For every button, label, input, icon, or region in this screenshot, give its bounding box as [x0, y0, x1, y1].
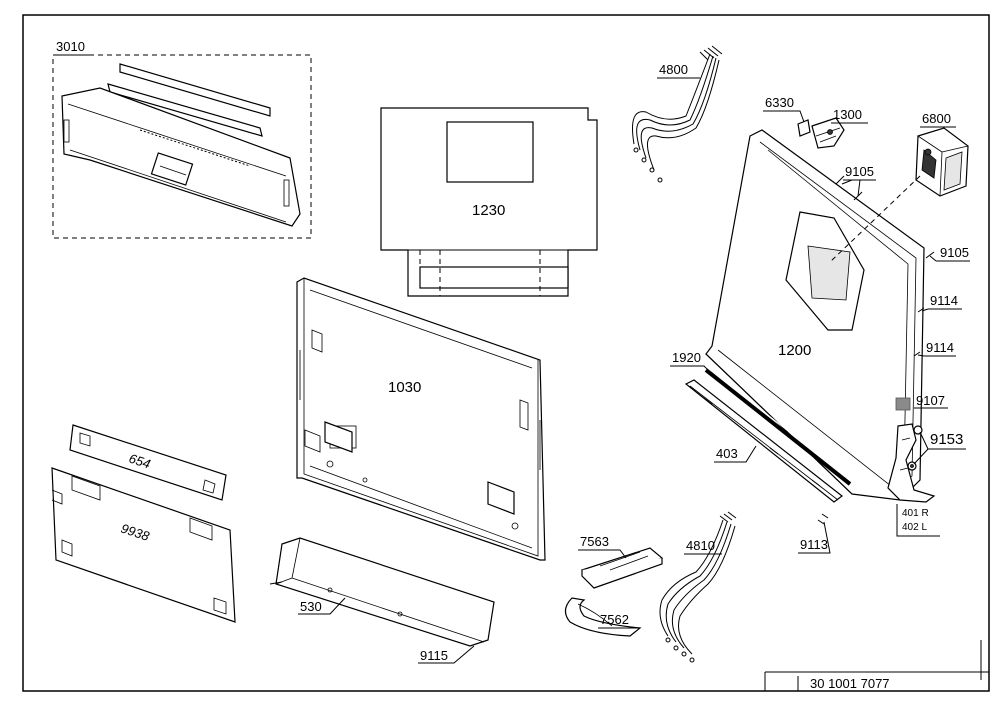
part-7563-module: [580, 547, 664, 589]
label-403: 403: [716, 446, 738, 461]
part-403-rail: [684, 379, 843, 503]
label-1230: 1230: [472, 202, 505, 219]
drawing-frame: [22, 14, 990, 692]
label-4800: 4800: [659, 62, 688, 77]
label-9114-b: 9114: [926, 340, 954, 355]
part-9938-panel: [51, 467, 236, 623]
label-6330: 6330: [765, 95, 794, 110]
part-4800-wiring: [632, 45, 723, 183]
label-9113: 9113: [800, 537, 828, 552]
part-6800-dispenser: [915, 127, 969, 197]
leader-530: [298, 597, 346, 615]
label-9115: 9115: [420, 648, 448, 663]
part-1200-inner-door: [705, 129, 925, 501]
screw-9113: [817, 513, 829, 525]
label-401: 401 R: [902, 508, 929, 519]
label-4810: 4810: [686, 538, 715, 553]
leader-9105-side: [929, 255, 970, 262]
label-9105-top: 9105: [845, 164, 874, 179]
label-9153: 9153: [930, 431, 963, 448]
part-1030-outer-door: [296, 277, 546, 561]
title-block-lines: [764, 671, 989, 691]
part-7562-cable: [564, 597, 642, 637]
label-7562: 7562: [600, 612, 629, 627]
label-1300: 1300: [833, 107, 862, 122]
label-402: 402 L: [902, 522, 927, 533]
leader-9115: [418, 645, 475, 664]
part-9107-pad: [895, 397, 911, 411]
screw-9114-b: [913, 351, 921, 357]
part-hinge-401-402: [887, 423, 936, 503]
leader-9105-top: [841, 179, 876, 197]
label-530: 530: [300, 599, 322, 614]
part-4810-wiring: [659, 511, 737, 663]
leader-401-402: [896, 504, 940, 537]
screw-9105-side: [925, 251, 935, 259]
label-9105-side: 9105: [940, 245, 969, 260]
screw-9114-a: [917, 307, 925, 313]
label-3010: 3010: [56, 39, 85, 54]
dispenser-alignment-line: [829, 175, 921, 263]
part-654-plate: [69, 424, 227, 501]
leader-7563: [578, 549, 627, 559]
leader-9114-b: [917, 354, 956, 357]
leader-9113: [798, 521, 831, 554]
label-7563: 7563: [580, 534, 609, 549]
drawing-number: 30 1001 7077: [810, 676, 890, 691]
label-1030: 1030: [388, 379, 421, 396]
label-654: 654: [127, 451, 152, 472]
part-530-kickplate: [269, 537, 495, 647]
leader-9153: [913, 431, 966, 465]
leader-6330: [763, 110, 805, 123]
label-1200: 1200: [778, 342, 811, 359]
leader-403: [714, 445, 757, 463]
part-6330-bracket: [797, 119, 811, 137]
part-1920-seal: [704, 368, 852, 486]
part-1230-insulation: [380, 107, 598, 297]
leader-9114-a: [921, 308, 962, 312]
label-1920: 1920: [672, 350, 701, 365]
label-9107: 9107: [916, 393, 945, 408]
label-6800: 6800: [922, 111, 951, 126]
part-3010-control-panel: [52, 54, 312, 239]
leader-1920: [670, 365, 709, 371]
part-1300-latch: [811, 117, 845, 149]
label-9114-a: 9114: [930, 293, 958, 308]
